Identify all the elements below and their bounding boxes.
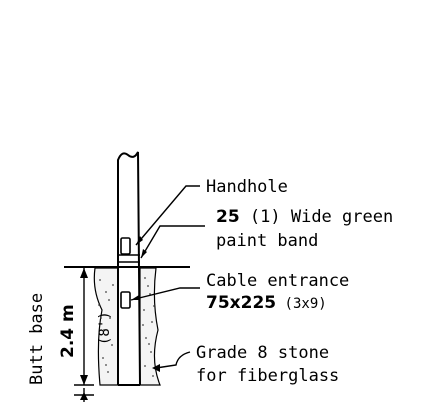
paint-band-size: 25 (216, 207, 240, 227)
paint-band-description: (1) Wide green (240, 207, 394, 227)
paint-band (118, 254, 140, 263)
cable-entrance-label: Cable entrance (206, 271, 349, 291)
cable-entrance-size: 75x225 (206, 293, 276, 313)
stone-grade-label-line2: for fiberglass (196, 366, 339, 386)
handhole-opening (120, 237, 131, 255)
paint-band-label: 25 (1) Wide green (216, 207, 393, 227)
depth-metric-label: 2.4 m (58, 304, 78, 358)
handhole-label: Handhole (206, 177, 288, 197)
depth-imperial-label: (8') (97, 311, 113, 345)
leader-lines (130, 185, 205, 372)
pole (117, 151, 141, 386)
cable-entrance-size-label: 75x225 (3x9) (206, 293, 327, 313)
stone-grade-label: Grade 8 stone (196, 343, 329, 363)
depth-dimension (74, 268, 94, 402)
butt-base-label: Butt base (27, 293, 47, 385)
paint-band-label-line2: paint band (216, 231, 318, 251)
cable-entrance-opening (120, 291, 131, 309)
cable-entrance-size-imperial: (3x9) (276, 296, 327, 312)
